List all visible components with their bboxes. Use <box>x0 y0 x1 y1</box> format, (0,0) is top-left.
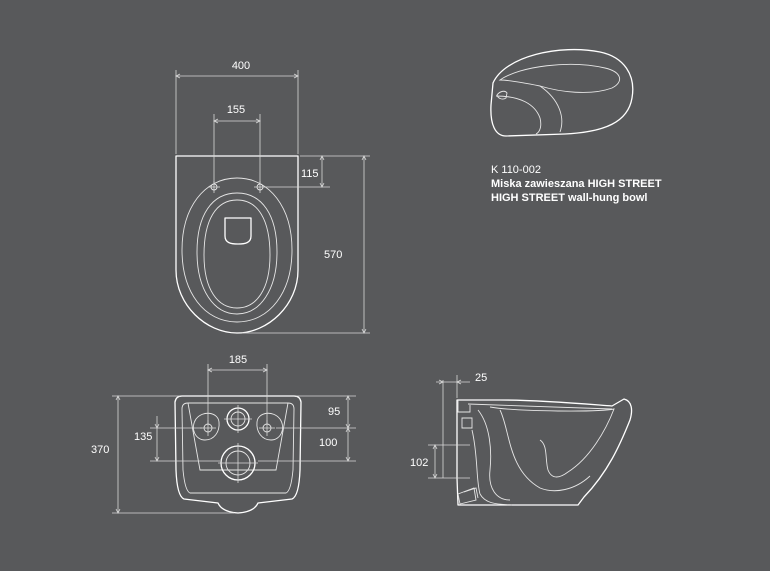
perspective-view <box>490 48 634 137</box>
side-view: 25 102 <box>410 372 633 506</box>
dimension-label-rear-hole-height: 135 <box>134 431 152 443</box>
dimension-rear-hole-spacing: 185 <box>207 354 268 424</box>
dimension-top-width: 400 <box>175 60 299 154</box>
dimension-label-top-width: 400 <box>232 60 250 72</box>
dimension-label-rear-hole-spacing: 185 <box>229 354 247 366</box>
top-view: 400 155 115 570 <box>175 60 370 334</box>
dimension-side-wall-offset: 25 <box>436 372 487 398</box>
product-caption: K 110-002 Miska zawieszana HIGH STREET H… <box>491 163 662 205</box>
dimension-label-top-length: 570 <box>324 249 342 261</box>
product-code: K 110-002 <box>491 164 541 176</box>
rear-view: 185 370 135 95 <box>91 354 356 514</box>
dimension-top-hole-spacing: 155 <box>213 104 261 183</box>
dimension-rear-lower-offset: 100 <box>258 427 356 462</box>
dimension-top-length: 570 <box>242 155 370 334</box>
product-name-en: HIGH STREET wall-hung bowl <box>491 192 648 204</box>
dimension-side-outlet-height: 102 <box>410 444 470 479</box>
rear-mount-right <box>256 412 283 441</box>
rear-outlet <box>218 443 258 483</box>
dimension-rear-upper-offset: 95 <box>276 395 356 429</box>
dimension-label-side-wall-offset: 25 <box>475 372 487 384</box>
dimension-label-top-hole-spacing: 155 <box>227 104 245 116</box>
rear-water-inlet <box>224 405 252 433</box>
dimension-label-side-outlet-height: 102 <box>410 457 428 469</box>
dimension-label-rear-upper-offset: 95 <box>328 406 340 418</box>
dimension-label-rear-height: 370 <box>91 444 109 456</box>
rear-mount-left <box>193 412 220 441</box>
dimension-top-hole-offset: 115 <box>266 155 370 188</box>
dimension-label-top-hole-offset: 115 <box>301 168 319 180</box>
dimension-rear-height: 370 <box>91 395 234 514</box>
dimension-label-rear-lower-offset: 100 <box>319 437 337 449</box>
dimension-rear-hole-height: 135 <box>134 416 220 462</box>
product-name-pl: Miska zawieszana HIGH STREET <box>491 178 662 190</box>
